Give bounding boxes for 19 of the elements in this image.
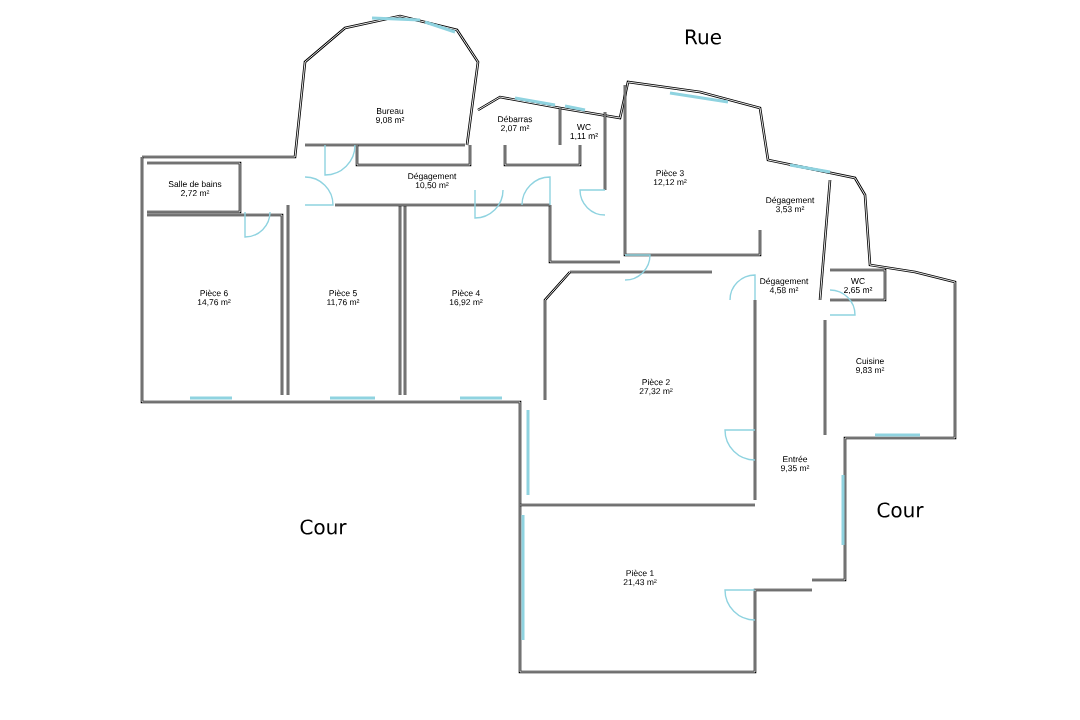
room-label: Pièce 4 16,92 m²: [449, 289, 483, 307]
room-label: Bureau 9,08 m²: [376, 108, 405, 124]
room-label: WC 2,65 m²: [844, 278, 873, 294]
room-label: Dégagement 10,50 m²: [408, 172, 457, 190]
room-label: Cuisine 9,83 m²: [856, 357, 885, 375]
room-label: Pièce 5 11,76 m²: [327, 289, 360, 307]
room-label: Dégagement 4,58 m²: [760, 277, 809, 295]
room-label: Pièce 6 14,76 m²: [197, 289, 231, 307]
room-label: Pièce 3 12,12 m²: [653, 169, 687, 187]
room-label: Salle de bains 2,72 m²: [168, 180, 222, 198]
room-label: WC 1,11 m²: [570, 124, 598, 140]
room-label: Débarras 2,07 m²: [498, 115, 533, 133]
room-label: Dégagement 3,53 m²: [766, 196, 815, 214]
area-label: Cour: [877, 502, 924, 518]
room-label: Entrée 9,35 m²: [781, 455, 810, 473]
room-label: Pièce 1 21,43 m²: [623, 569, 657, 587]
room-label: Pièce 2 27,32 m²: [639, 378, 673, 396]
area-label: Cour: [300, 519, 347, 535]
area-label: Rue: [685, 29, 721, 45]
